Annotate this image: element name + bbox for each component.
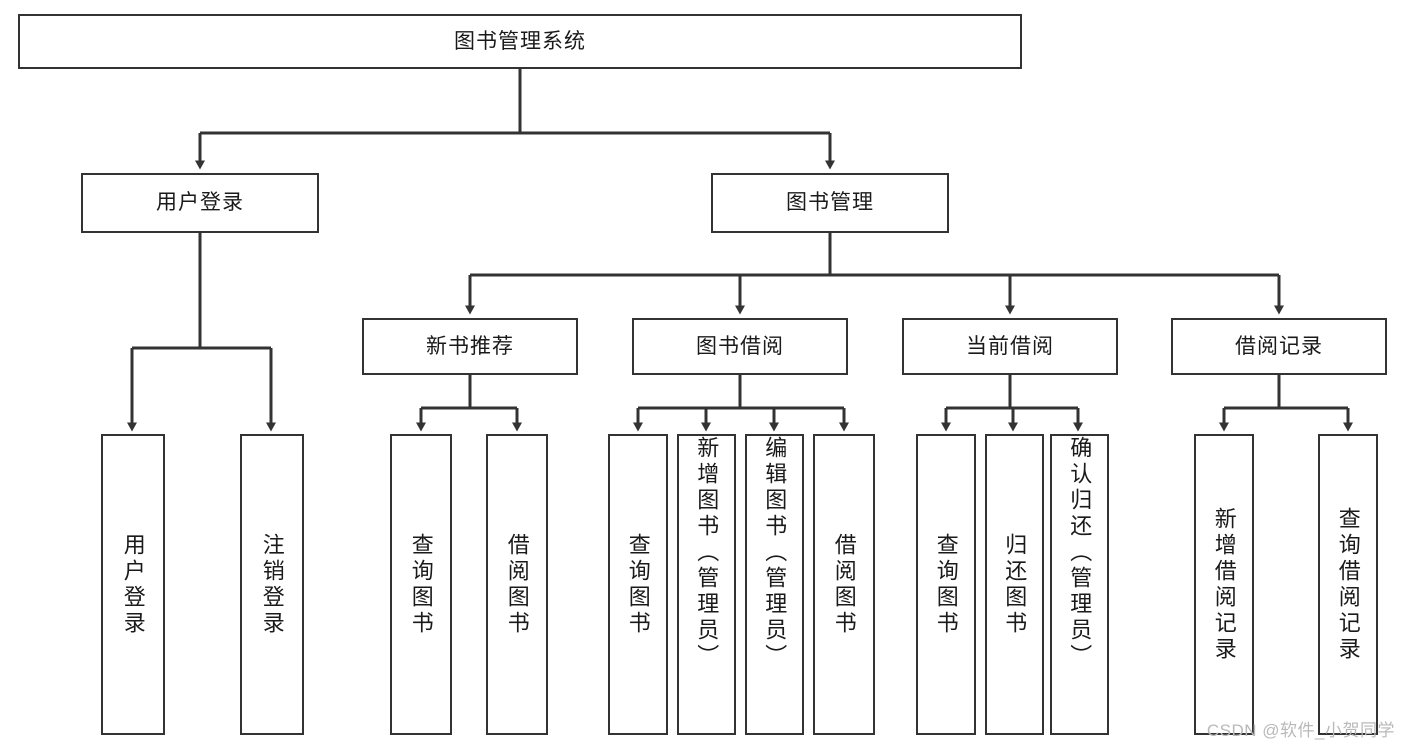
node-label: 图书管理 [786,191,874,215]
node-label: 确认归还（管理员） [1067,436,1093,670]
leaf-return-book[interactable]: 归还图书 [985,434,1044,735]
leaf-borrow-book[interactable]: 借阅图书 [813,434,875,735]
node-label: 借阅记录 [1235,334,1323,358]
node-label: 查询图书 [933,532,959,637]
node-label: 新增借阅记录 [1211,506,1237,663]
leaf-borrow-book-recommend[interactable]: 借阅图书 [486,434,548,735]
node-label: 查询图书 [408,532,434,637]
node-label: 新书推荐 [426,334,514,358]
node-label: 图书借阅 [696,334,784,358]
node-label: 图书管理系统 [454,29,586,53]
leaf-edit-book-admin[interactable]: 编辑图书（管理员） [745,434,804,735]
node-new-book-recommend[interactable]: 新书推荐 [362,318,578,375]
leaf-query-book-borrow[interactable]: 查询图书 [608,434,668,735]
node-label: 查询图书 [625,532,651,637]
leaf-query-book-current[interactable]: 查询图书 [916,434,976,735]
node-label: 借阅图书 [504,532,530,637]
leaf-user-login[interactable]: 用户登录 [101,434,165,735]
node-book-management[interactable]: 图书管理 [711,173,949,233]
leaf-query-borrow-record[interactable]: 查询借阅记录 [1318,434,1378,735]
node-book-borrow[interactable]: 图书借阅 [632,318,848,375]
node-current-borrow[interactable]: 当前借阅 [902,318,1118,375]
node-borrow-record[interactable]: 借阅记录 [1171,318,1387,375]
leaf-query-book-recommend[interactable]: 查询图书 [390,434,452,735]
node-label: 用户登录 [120,532,146,637]
node-user-login[interactable]: 用户登录 [81,173,319,233]
node-label: 新增图书（管理员） [694,436,720,670]
node-label: 注销登录 [259,532,285,637]
leaf-add-book-admin[interactable]: 新增图书（管理员） [677,434,736,735]
leaf-confirm-return-admin[interactable]: 确认归还（管理员） [1050,434,1109,735]
node-label: 归还图书 [1002,532,1028,637]
node-label: 查询借阅记录 [1335,506,1361,663]
leaf-add-borrow-record[interactable]: 新增借阅记录 [1194,434,1254,735]
node-root-system[interactable]: 图书管理系统 [18,14,1022,69]
node-label: 借阅图书 [831,532,857,637]
node-label: 编辑图书（管理员） [762,436,788,670]
watermark-text: CSDN @软件_小贺同学 [1206,721,1395,740]
node-label: 用户登录 [156,191,244,215]
node-label: 当前借阅 [966,334,1054,358]
leaf-logout[interactable]: 注销登录 [240,434,304,735]
